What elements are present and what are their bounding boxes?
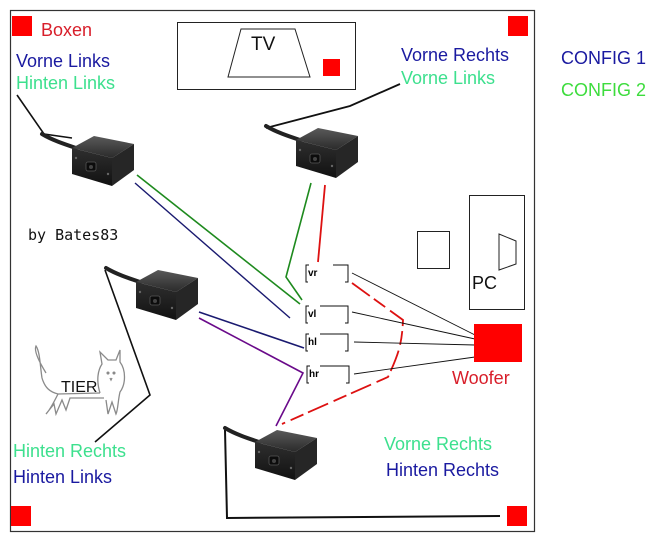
pet-label: TIER: [61, 379, 98, 396]
wire-config2-top-right: [285, 182, 312, 301]
cable-bottom-left: [94, 269, 151, 443]
port-vr: [305, 264, 349, 283]
wire-hr-woofer: [353, 356, 476, 375]
wire-config1-mid: [198, 311, 305, 349]
tv-icon: [227, 28, 311, 78]
wire-config1-top-left: [134, 182, 291, 319]
wire-red-top-right: [317, 184, 326, 263]
wire-vr-woofer: [351, 272, 476, 336]
speaker-icon: [507, 506, 527, 526]
switch-box-icon: [40, 132, 136, 188]
woofer-icon: [474, 324, 522, 362]
speaker-label-bottom-left-config2: Hinten Rechts: [13, 441, 127, 461]
wire-config2-top-left: [136, 174, 301, 305]
speaker-label-top-left-config1: Vorne Links: [16, 51, 111, 71]
speaker-label-top-right-config2: Vorne Links: [401, 68, 496, 88]
port-hl: [305, 333, 349, 352]
cable-top-left: [16, 94, 73, 139]
wire-hl-woofer: [353, 341, 476, 346]
cat-icon: [34, 344, 126, 417]
speaker-label-top-left-config2: Hinten Links: [16, 73, 116, 93]
wire-vl-woofer: [351, 311, 476, 340]
wire-purple-mid: [198, 317, 305, 427]
speaker-icon: [323, 59, 340, 76]
woofer-label: Woofer: [452, 368, 510, 388]
port-vl: [305, 305, 349, 324]
speaker-icon: [11, 506, 31, 526]
switch-box-icon: [223, 426, 319, 482]
port-label-hr: hr: [309, 369, 319, 380]
speaker-icon: [508, 16, 528, 36]
port-label-hl: hl: [308, 337, 317, 348]
author-credit: by Bates83: [28, 226, 119, 244]
desk-box: [417, 231, 450, 269]
tv-label: TV: [251, 34, 276, 55]
speaker-label-bottom-right-config2: Vorne Rechts: [384, 434, 493, 454]
pc-label: PC: [472, 273, 498, 293]
port-label-vl: vl: [308, 309, 317, 320]
cable-bottom-right: [224, 429, 501, 520]
monitor-icon: [498, 233, 517, 271]
speaker-label-bottom-left-config1: Hinten Links: [13, 467, 113, 487]
legend-config1: CONFIG 1: [561, 48, 647, 68]
wire-red-subwoofer: [281, 282, 404, 425]
diagram-title: Boxen: [41, 20, 93, 40]
speaker-label-top-right-config1: Vorne Rechts: [401, 45, 510, 65]
switch-box-icon: [264, 124, 360, 180]
room-outline: [9, 9, 536, 533]
speaker-label-bottom-right-config1: Hinten Rechts: [386, 460, 500, 480]
cable-top-right: [265, 83, 401, 129]
speaker-icon: [12, 16, 32, 36]
port-hr: [306, 365, 350, 384]
legend-config2: CONFIG 2: [561, 80, 647, 100]
port-label-vr: vr: [308, 268, 318, 279]
